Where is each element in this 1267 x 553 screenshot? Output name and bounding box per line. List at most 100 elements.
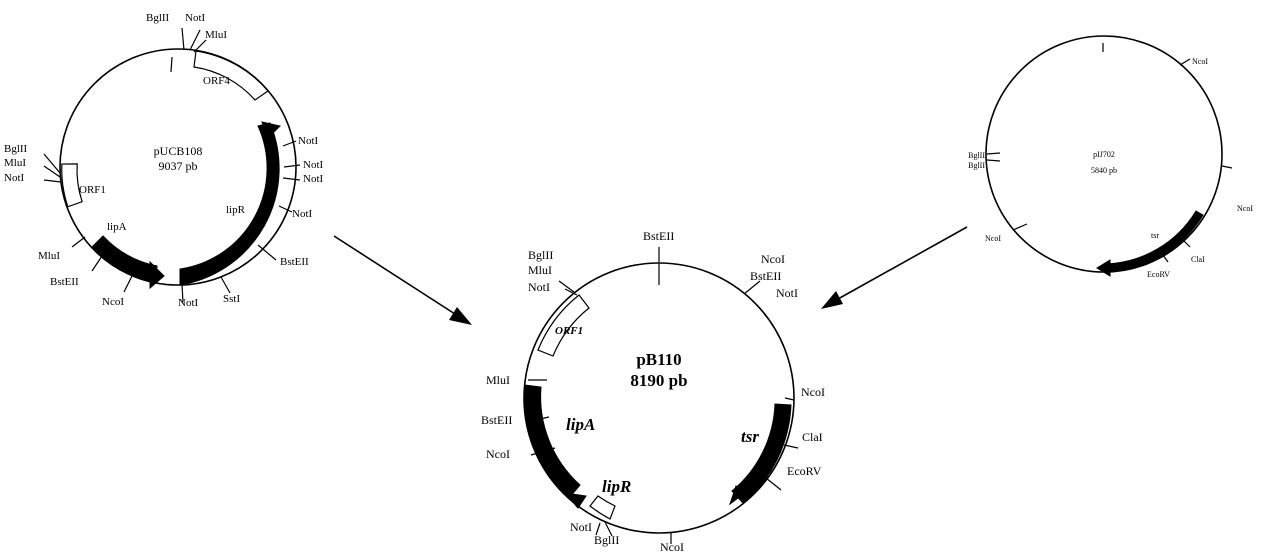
pij702-gene-tsr: tsr <box>1151 231 1159 240</box>
pb110-site-noti-tr: NotI <box>776 286 798 300</box>
pb110-site-mlui-l: MluI <box>528 263 552 277</box>
pb110-site-bglii-b: BglII <box>594 533 619 547</box>
pucb108-lipr-arrowhead <box>261 121 281 139</box>
pucb108-orf4-arc <box>193 50 269 101</box>
pb110-site-ncoi-r: NcoI <box>801 385 825 399</box>
pij702-tick-bglii-2 <box>986 159 1001 162</box>
pb110-tick-mlui-l <box>564 288 578 296</box>
pucb108-gene-orf4: ORF4 <box>203 75 230 87</box>
pb110-tick-bglii-b <box>604 521 613 537</box>
arrow-left-to-center <box>333 235 456 315</box>
pb110-tick-bsteii-l <box>526 416 550 423</box>
pb110-gene-lipa: lipA <box>566 415 595 434</box>
pb110-lipa-arc <box>523 384 581 499</box>
pij702-tick-bglii-1 <box>986 152 1001 155</box>
pb110-gene-orf1: ORF1 <box>555 325 583 337</box>
pb110-site-noti-b: NotI <box>570 520 592 534</box>
pij702-tick-ncoi-top <box>1179 58 1191 66</box>
pucb108-tick-bsteii-l <box>91 255 103 272</box>
pucb108-site-noti-3: NotI <box>303 173 324 185</box>
pb110-orf1-arc <box>537 294 590 357</box>
plasmid-pij702: NcoI BglII BglII NcoI NcoI ClaI EcoRV ts… <box>968 35 1253 279</box>
pucb108-site-noti-2: NotI <box>303 159 324 171</box>
pucb108-orf1-arc <box>61 163 83 208</box>
pucb108-site-ncoi: NcoI <box>102 296 124 308</box>
pb110-lipa-arrowhead <box>563 492 587 509</box>
pucb108-tick-mlui-l <box>71 236 86 248</box>
pucb108-size: 9037 pb <box>159 159 198 173</box>
pij702-tick-ncoi-l <box>1012 223 1028 231</box>
pb110-site-noti-l: NotI <box>528 280 550 294</box>
pucb108-tick-noti-4 <box>278 205 293 213</box>
pucb108-tick-noti-top <box>189 29 201 51</box>
pucb108-tick-noti-3 <box>282 177 301 181</box>
pij702-site-ecorv: EcoRV <box>1147 270 1170 279</box>
pucb108-tick-noti-l <box>43 179 62 183</box>
pb110-lipr-arc <box>589 495 616 520</box>
pij702-site-ncoi-top: NcoI <box>1192 57 1208 66</box>
pucb108-lipa-arrowhead <box>149 260 165 290</box>
pij702-tick-clai <box>1177 234 1191 248</box>
pucb108-site-mlui-top: MluI <box>205 29 227 41</box>
pucb108-gene-lipr: lipR <box>226 204 246 216</box>
pij702-tsr-arrowhead <box>1096 259 1111 277</box>
pucb108-site-bsteii-l: BstEII <box>50 276 79 288</box>
pucb108-tick-mlui-l2 <box>43 165 61 178</box>
pucb108-gene-lipa: lipA <box>107 221 127 233</box>
pucb108-name: pUCB108 <box>154 144 203 158</box>
pb110-site-bsteii-tr: BstEII <box>750 269 781 283</box>
pb110-site-clai: ClaI <box>802 430 823 444</box>
plasmid-pucb108: BglII NotI MluI NotI NotI NotI NotI BstE… <box>4 12 324 309</box>
pb110-tick-ncoi-r <box>784 397 795 401</box>
pij702-tick-ncoi-r <box>1221 165 1233 169</box>
pucb108-site-noti-top: NotI <box>185 12 206 24</box>
pucb108-tick-bsteii-r <box>257 244 277 261</box>
pb110-site-ncoi-l: NcoI <box>486 447 510 461</box>
pucb108-tick-ssti <box>220 276 231 294</box>
pij702-site-ncoi-r: NcoI <box>1237 204 1253 213</box>
pb110-gene-lipr: lipR <box>602 477 631 496</box>
pucb108-site-noti-bottom: NotI <box>178 297 199 309</box>
pb110-tick-ecorv <box>765 477 782 491</box>
pij702-name: pIJ702 <box>1093 150 1115 159</box>
pb110-site-ecorv: EcoRV <box>787 464 822 478</box>
pucb108-site-bglii-l: BglII <box>4 143 28 155</box>
pb110-gene-tsr: tsr <box>741 427 759 446</box>
pb110-tick-ncoi-l <box>530 447 556 456</box>
pucb108-site-ssti: SstI <box>223 293 240 305</box>
arrow-right-to-center <box>837 226 968 300</box>
pucb108-tick-mlui-top <box>193 39 207 53</box>
pij702-tick-ecorv <box>1162 254 1169 263</box>
pb110-site-ncoi-b: NcoI <box>660 540 684 553</box>
pb110-tick-bglii-l <box>558 280 575 293</box>
pucb108-site-mlui-l2: MluI <box>4 157 26 169</box>
pb110-site-bglii-l: BglII <box>528 248 553 262</box>
pucb108-site-noti-l: NotI <box>4 172 25 184</box>
plasmid-pb110: BstEII NcoI BstEII NotI BglII MluI NotI … <box>481 229 825 553</box>
pucb108-lipr-arc <box>179 122 280 286</box>
pucb108-tick-noti-2 <box>283 164 301 168</box>
pb110-tick-noti-b <box>595 522 601 536</box>
pucb108-site-noti-4: NotI <box>292 208 313 220</box>
pb110-site-bsteii-l: BstEII <box>481 413 512 427</box>
pucb108-tick-bglii-l <box>43 153 61 174</box>
pb110-site-bsteii-top: BstEII <box>643 229 674 243</box>
pucb108-tick-bglii-top <box>181 27 185 51</box>
arrow-left-head <box>449 307 472 325</box>
pij702-site-bglii-1: BglII <box>968 151 985 160</box>
pij702-tsr-arc <box>1104 210 1204 273</box>
pucb108-tick-ncoi <box>123 275 133 293</box>
pucb108-backbone <box>59 48 297 286</box>
pucb108-site-bglii-top: BglII <box>146 12 170 24</box>
pb110-name: pB110 <box>636 350 681 369</box>
pucb108-site-noti-1: NotI <box>298 135 319 147</box>
pucb108-tick-noti-bottom <box>181 284 184 303</box>
pucb108-origin-tick <box>170 56 173 73</box>
pb110-tsr-arrowhead <box>729 485 747 506</box>
pb110-tick-clai <box>783 444 799 449</box>
pucb108-gene-orf1: ORF1 <box>79 184 106 196</box>
pij702-site-clai: ClaI <box>1191 255 1205 264</box>
pij702-site-bglii-2: BglII <box>968 161 985 170</box>
pucb108-site-mlui-l: MluI <box>38 250 60 262</box>
